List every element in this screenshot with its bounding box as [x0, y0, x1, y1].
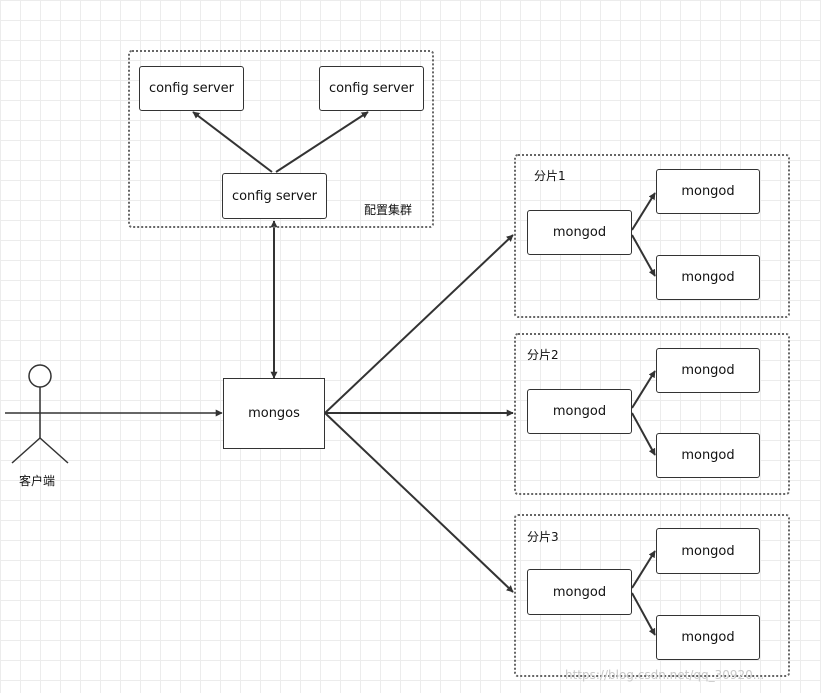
mongos-label: mongos	[248, 406, 300, 421]
config-server-primary[interactable]: config server	[222, 173, 327, 219]
shard-2-replica-2-label: mongod	[681, 448, 735, 463]
shard-2-replica-2[interactable]: mongod	[656, 433, 760, 478]
client-label: 客户端	[19, 474, 56, 488]
shard-1-primary-mongod[interactable]: mongod	[527, 210, 632, 255]
shard-1-replica-1[interactable]: mongod	[656, 169, 760, 214]
shard-2-replica-1-label: mongod	[681, 363, 735, 378]
arrow-config-to-left	[192, 111, 273, 173]
arrow-config-to-right	[275, 111, 369, 173]
shard-1-replica-2[interactable]: mongod	[656, 255, 760, 300]
config-server-left[interactable]: config server	[139, 66, 244, 111]
shard-1-label: 分片1	[534, 169, 566, 183]
arrow-shard2-replica2	[631, 412, 656, 456]
shard-1-replica-2-label: mongod	[681, 270, 735, 285]
shard-3-replica-2[interactable]: mongod	[656, 615, 760, 660]
config-server-primary-label: config server	[231, 188, 318, 204]
shard-2-primary-mongod[interactable]: mongod	[527, 389, 632, 434]
arrow-shard1-replica1	[631, 192, 656, 231]
arrow-mongos-to-shard1	[324, 234, 514, 414]
config-server-left-label: config server	[148, 81, 235, 96]
shard-2-replica-1[interactable]: mongod	[656, 348, 760, 393]
shard-3-primary-label: mongod	[552, 584, 607, 600]
client-actor-icon	[5, 364, 74, 464]
shard-3-replica-2-label: mongod	[681, 630, 735, 645]
shard-1-primary-label: mongod	[552, 225, 607, 240]
shard-2-group	[514, 333, 790, 495]
shard-2-primary-label: mongod	[552, 404, 607, 419]
mongos-router[interactable]: mongos	[223, 378, 325, 449]
shard-2-label: 分片2	[527, 348, 559, 362]
shard-1-group	[514, 154, 790, 318]
config-server-right[interactable]: config server	[319, 66, 424, 111]
config-cluster-group	[128, 50, 434, 228]
arrow-mongos-to-shard3	[324, 412, 514, 593]
config-server-right-label: config server	[328, 81, 415, 96]
shard-1-replica-1-label: mongod	[681, 184, 735, 199]
watermark-text: https://blog.csdn.net/qq_30920...	[565, 668, 765, 682]
arrow-shard3-replica2	[631, 592, 656, 636]
shard-3-replica-1-label: mongod	[681, 543, 735, 559]
shard-3-group	[514, 514, 790, 677]
shard-3-primary-mongod[interactable]: mongod	[527, 569, 632, 615]
arrow-shard2-replica1	[631, 370, 656, 409]
config-cluster-label: 配置集群	[364, 203, 413, 217]
shard-3-label: 分片3	[527, 530, 559, 544]
shard-3-replica-1[interactable]: mongod	[656, 528, 760, 574]
arrow-shard3-replica1	[631, 550, 656, 589]
arrow-shard1-replica2	[631, 234, 656, 277]
